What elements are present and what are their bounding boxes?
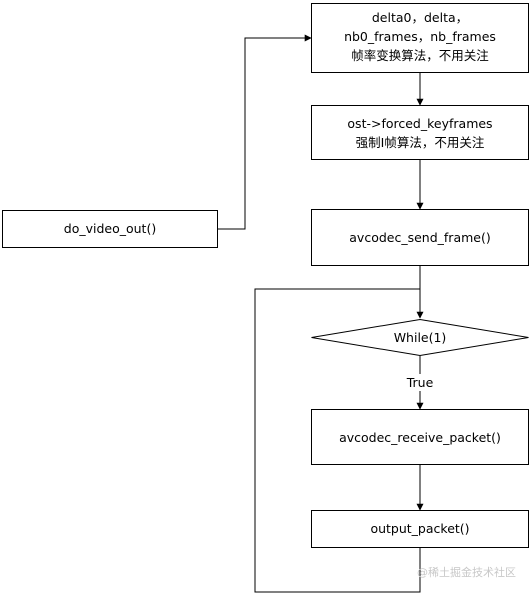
watermark: @稀土掘金技术社区 <box>417 566 516 579</box>
edge-do-video-out-to-delta <box>217 34 312 230</box>
receive-packet-label: avcodec_receive_packet() <box>339 430 501 445</box>
output-packet-box <box>311 510 529 548</box>
delta-box-line3: 帧率变换算法，不用关注 <box>351 48 489 63</box>
delta-box <box>311 3 529 73</box>
keyframes-box-line1: ost->forced_keyframes <box>347 116 492 131</box>
do-video-out-box <box>2 210 218 248</box>
while-diamond <box>311 318 529 357</box>
edges <box>217 34 424 593</box>
send-frame-box <box>311 209 529 266</box>
send-frame-label: avcodec_send_frame() <box>349 230 490 245</box>
keyframes-box-line2: 强制I帧算法，不用关注 <box>356 135 485 150</box>
while-label: While(1) <box>394 330 447 345</box>
edge-output-loop-back <box>254 288 421 593</box>
true-label: True <box>406 375 434 390</box>
output-packet-label: output_packet() <box>370 521 469 536</box>
keyframes-box <box>311 105 529 160</box>
receive-packet-box <box>311 409 529 465</box>
delta-box-line2: nb0_frames，nb_frames <box>344 29 496 44</box>
do-video-out-label: do_video_out() <box>64 221 156 236</box>
delta-box-line1: delta0，delta， <box>372 10 468 25</box>
